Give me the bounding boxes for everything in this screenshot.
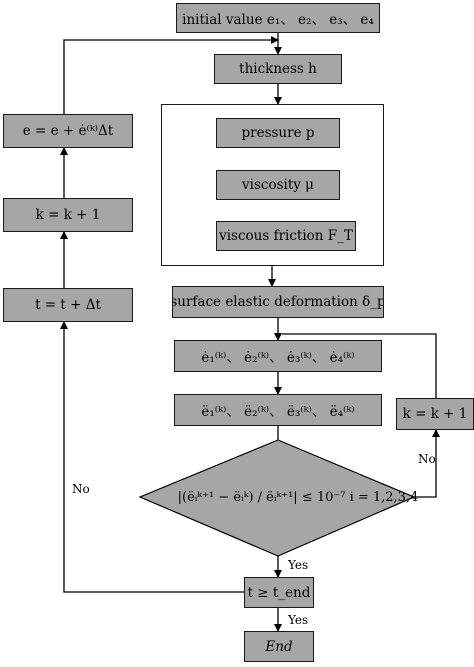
arrow-e-update-to-initial (63, 36, 279, 114)
viscous-friction-box: viscous friction F_T (216, 221, 356, 251)
k-increment-left-box: k = k + 1 (3, 198, 133, 232)
e-update-label: e = e + ė⁽ᵏ⁾Δt (22, 123, 114, 139)
velocities-box: ė₁⁽ᵏ⁾、 ė₂⁽ᵏ⁾、 ė₃⁽ᵏ⁾、 ė₄⁽ᵏ⁾ (174, 340, 382, 372)
t-update-label: t = t + Δt (35, 297, 101, 313)
convergence-decision-diamond (138, 439, 416, 557)
end-label: End (265, 638, 293, 655)
k-increment-left-label: k = k + 1 (35, 207, 101, 223)
thickness-label: thickness h (239, 61, 317, 77)
k-increment-right-label: k = k + 1 (402, 406, 468, 422)
velocities-label: ė₁⁽ᵏ⁾、 ė₂⁽ᵏ⁾、 ė₃⁽ᵏ⁾、 ė₄⁽ᵏ⁾ (201, 350, 355, 366)
accelerations-box: ë₁⁽ᵏ⁾、 ë₂⁽ᵏ⁾、 ë₃⁽ᵏ⁾、 ë₄⁽ᵏ⁾ (174, 394, 382, 426)
pressure-label: pressure p (241, 125, 315, 141)
initial-value-box: initial value e₁、 e₂、 e₃、 e₄ (176, 3, 380, 33)
no-label-right: No (418, 452, 436, 466)
viscosity-box: viscosity μ (216, 170, 340, 200)
no-label-left: No (72, 482, 90, 496)
viscous-friction-label: viscous friction F_T (219, 228, 353, 244)
arrow-k-right-to-velocities (282, 333, 437, 398)
pressure-box: pressure p (216, 118, 340, 148)
end-box: End (244, 631, 314, 662)
thickness-box: thickness h (214, 54, 342, 84)
convergence-condition-label: |(ëᵢᵏ⁺¹ − ëᵢᵏ) / ëᵢᵏ⁺¹| ≤ 10⁻⁷ i = 1,2,3… (177, 489, 419, 505)
yes-label-end: Yes (288, 613, 309, 627)
arrow-decision-to-k-right (414, 429, 440, 498)
initial-value-label: initial value e₁、 e₂、 e₃、 e₄ (182, 12, 374, 28)
viscosity-label: viscosity μ (242, 177, 314, 193)
elastic-deformation-label: surface elastic deformation δ_p (172, 294, 384, 310)
yes-label-converged: Yes (288, 558, 309, 572)
time-check-label: t ≥ t_end (247, 584, 311, 601)
convergence-condition: |(ëᵢᵏ⁺¹ − ëᵢᵏ) / ëᵢᵏ⁺¹| ≤ 10⁻⁷ i = 1,2,3… (177, 472, 419, 522)
e-update-box: e = e + ė⁽ᵏ⁾Δt (3, 114, 133, 148)
arrow-timecheck-to-t-update (60, 321, 244, 593)
elastic-deformation-box: surface elastic deformation δ_p (172, 286, 384, 318)
accelerations-label: ë₁⁽ᵏ⁾、 ë₂⁽ᵏ⁾、 ë₃⁽ᵏ⁾、 ë₄⁽ᵏ⁾ (201, 404, 355, 420)
t-update-box: t = t + Δt (3, 288, 133, 322)
time-check-box: t ≥ t_end (244, 577, 314, 608)
k-increment-right-box: k = k + 1 (396, 398, 474, 430)
